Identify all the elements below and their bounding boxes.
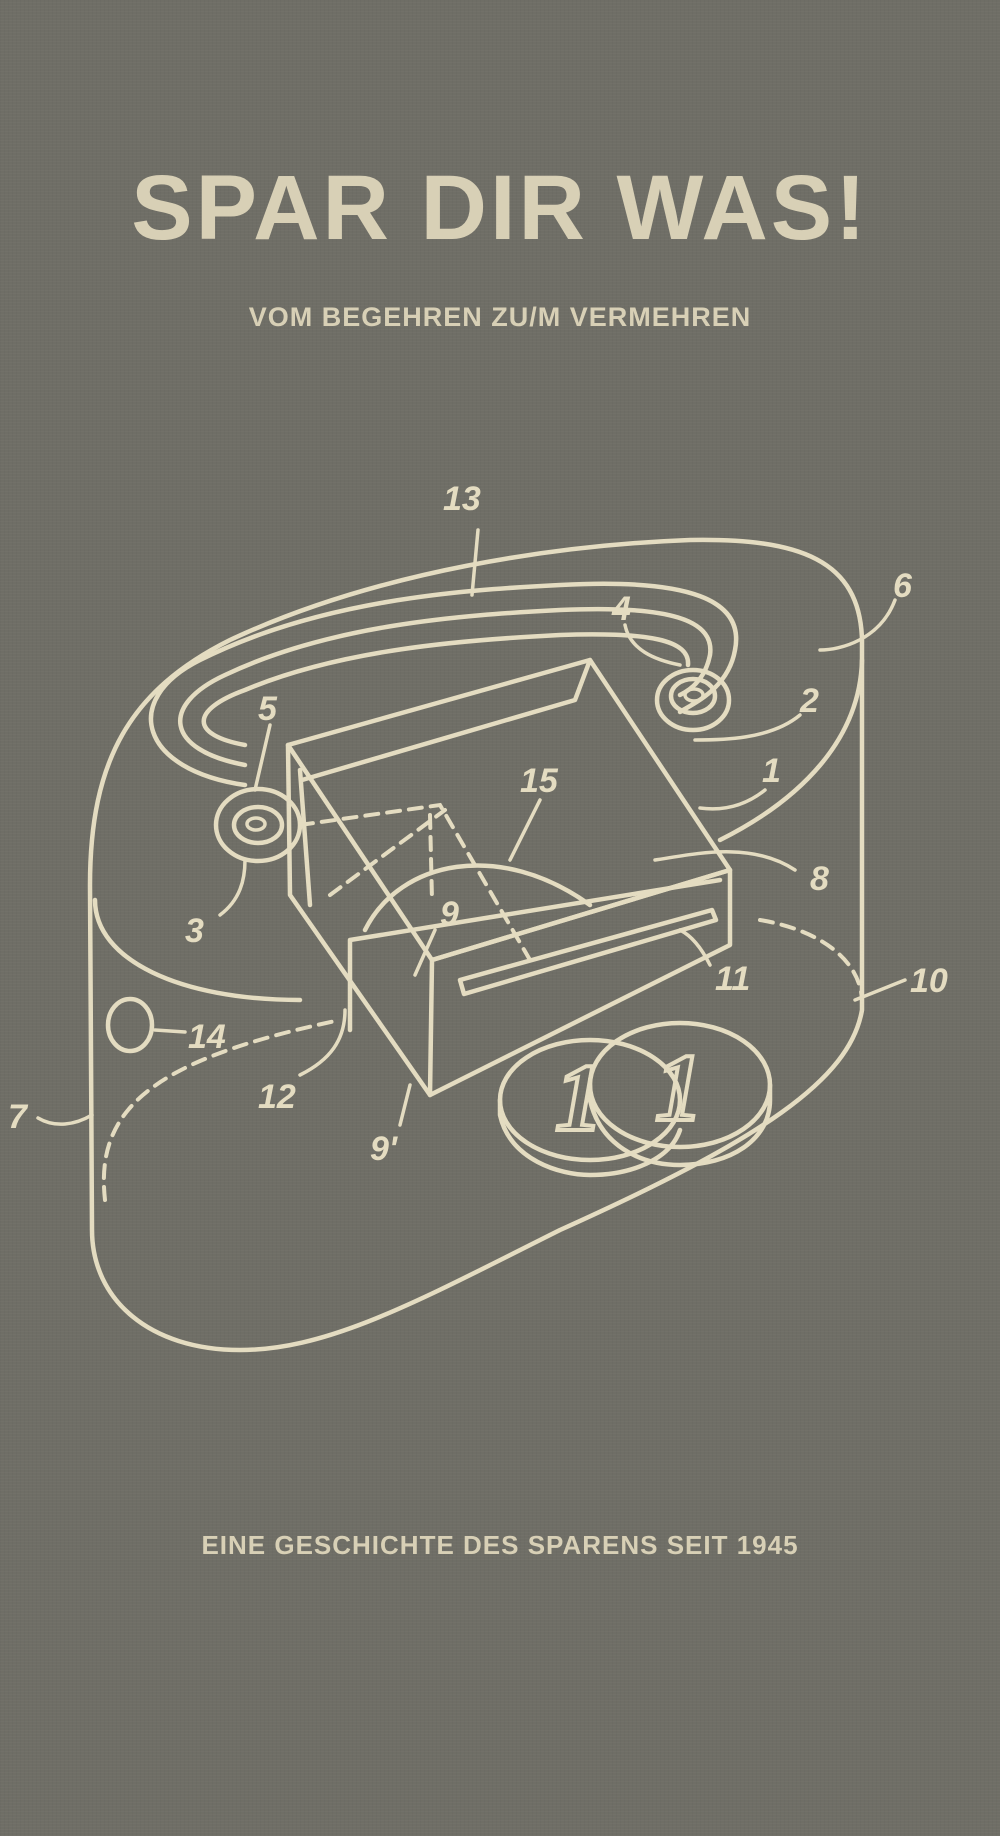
cover-title: SPAR DIR WAS! (131, 157, 869, 259)
label-12: 12 (258, 1078, 296, 1116)
dashed-hinge (298, 802, 532, 962)
lid-right-edge (717, 657, 865, 843)
leader-12 (298, 1008, 347, 1077)
leader-4 (623, 623, 682, 667)
label-5: 5 (258, 690, 278, 728)
arc-15 (362, 863, 593, 933)
label-14: 14 (188, 1018, 226, 1056)
label-7: 7 (8, 1098, 29, 1136)
coin-front-number: 1 (655, 1034, 703, 1141)
leader-9prime (398, 1083, 412, 1127)
box-inner-rim (297, 657, 593, 908)
label-6: 6 (893, 567, 913, 605)
coin-back-number: 1 (555, 1044, 603, 1151)
leader-7 (36, 1113, 94, 1126)
dashed-base (101, 1018, 342, 1202)
right-knob-inner (668, 676, 718, 716)
leader-2 (693, 713, 802, 742)
right-knob-hole (683, 687, 705, 703)
leader-14 (153, 1028, 187, 1034)
handle-outer (148, 581, 739, 788)
label-2: 2 (799, 682, 819, 720)
leader-6 (818, 598, 897, 652)
label-1: 1 (762, 752, 781, 790)
label-15: 15 (520, 762, 559, 800)
label-9: 9 (440, 895, 459, 933)
body-outline (87, 537, 865, 1353)
label-10: 10 (910, 962, 948, 1000)
coin-slot (457, 907, 719, 997)
handle-inner (201, 632, 691, 748)
label-8: 8 (810, 860, 829, 898)
left-knob-inner (231, 804, 285, 846)
box-floor (347, 877, 723, 1033)
leader-8 (653, 850, 797, 872)
leader-9 (413, 928, 437, 977)
label-9prime: 9' (370, 1130, 399, 1168)
dashed-right (758, 918, 864, 1002)
box-left-side (285, 742, 435, 1098)
hole-14 (105, 996, 155, 1054)
piggy-bank-patent-drawing: 1 1 13 4 6 5 2 1 15 8 3 9 11 10 14 12 7 (8, 480, 948, 1353)
leader-10 (853, 978, 907, 1002)
handle-middle (178, 606, 713, 768)
right-knob-outer (654, 667, 732, 733)
label-3: 3 (185, 912, 204, 950)
leader-5 (253, 723, 272, 792)
leader-1 (698, 788, 767, 811)
leader-13 (470, 528, 480, 597)
cover-tagline: EINE GESCHICHTE DES SPARENS SEIT 1945 (201, 1530, 799, 1560)
leader-11 (678, 928, 712, 967)
label-4: 4 (611, 590, 631, 628)
cover-subtitle: VOM BEGEHREN ZU/M VERMEHREN (248, 302, 752, 332)
left-knob-hole (245, 816, 267, 832)
box-front (427, 867, 733, 1098)
coin-front-edge (587, 1082, 773, 1168)
label-13: 13 (443, 480, 481, 518)
leader-3 (218, 858, 247, 917)
label-11: 11 (715, 960, 750, 998)
leader-15 (508, 798, 542, 862)
lid-front-edge (92, 897, 303, 1003)
coin-back-edge (497, 1097, 683, 1178)
dashed-inner-box (328, 808, 447, 902)
